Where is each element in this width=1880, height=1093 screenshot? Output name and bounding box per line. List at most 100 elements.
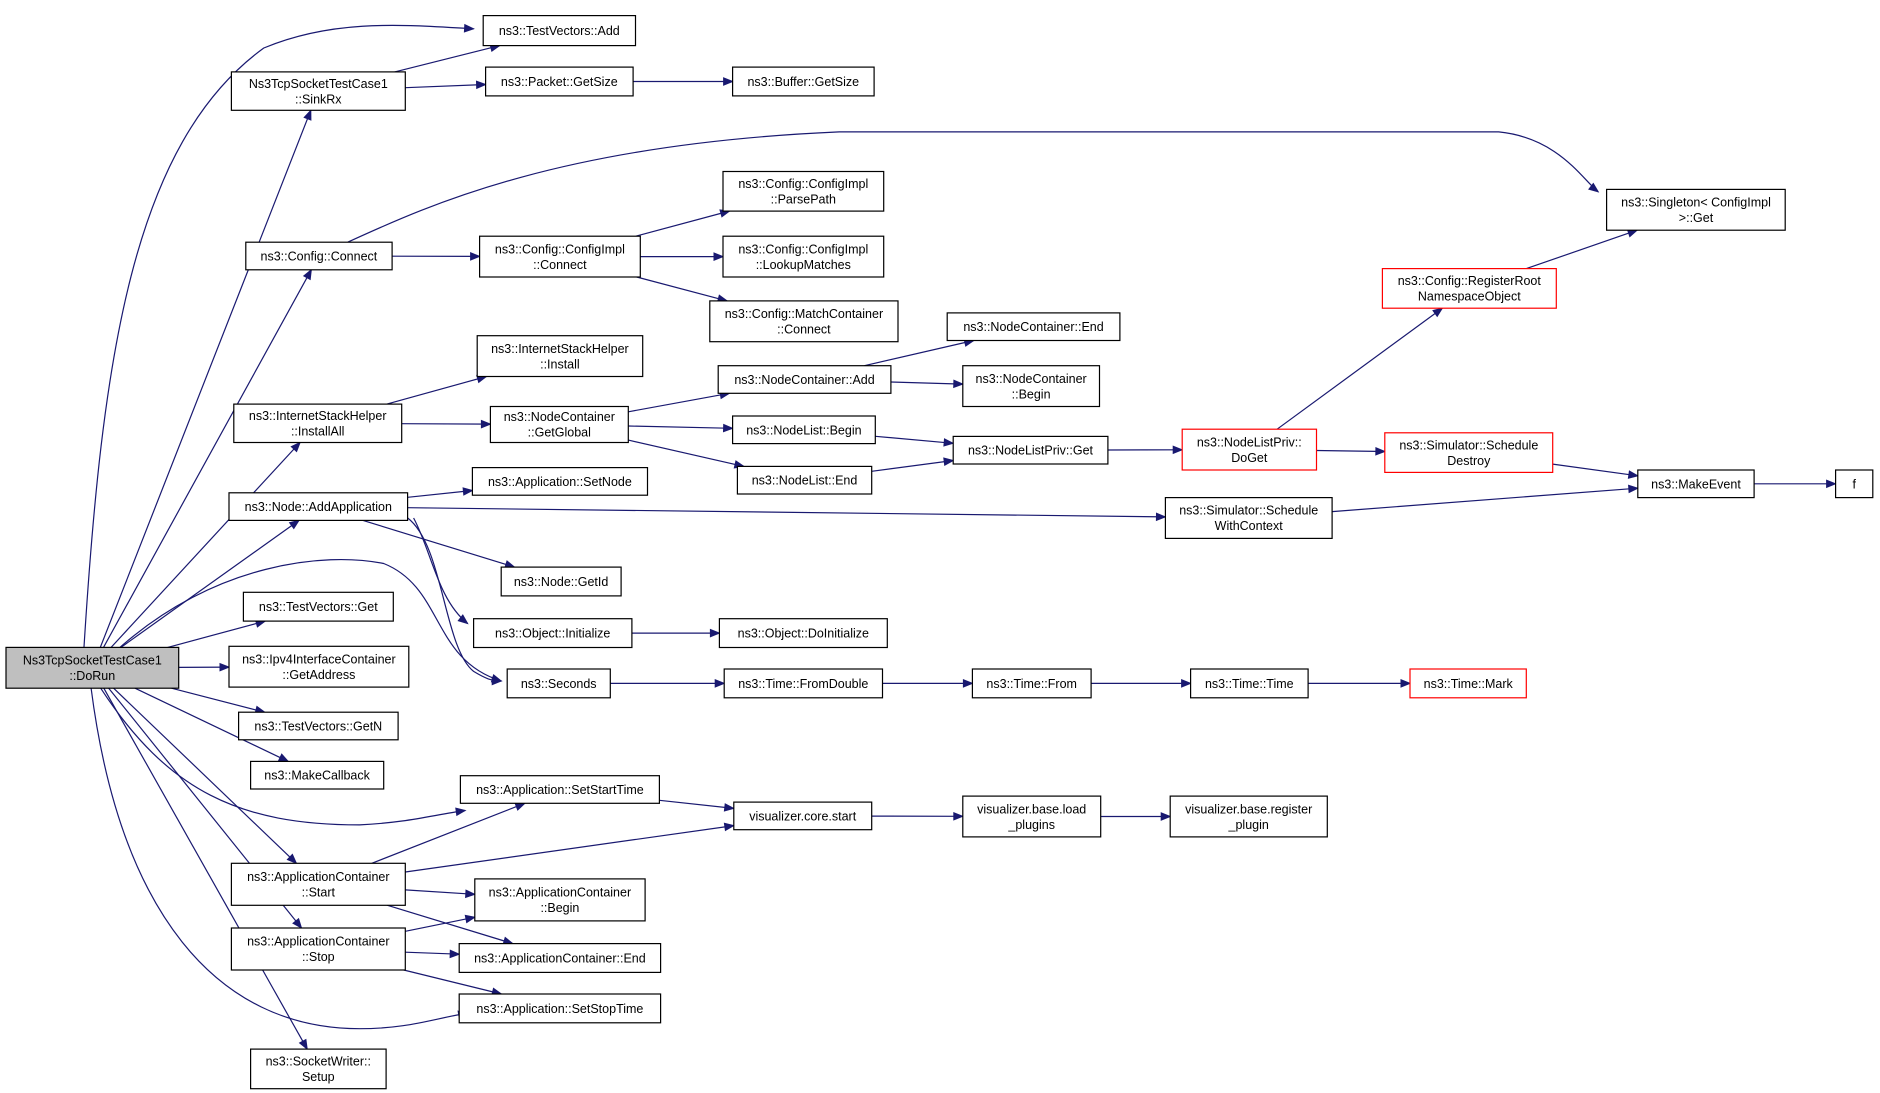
call-edge-nc_getglobal-to-nc_add <box>628 390 731 413</box>
node-box <box>5 646 180 689</box>
node-label: ::Connect <box>777 323 831 337</box>
node-box <box>479 235 641 278</box>
call-edge-dorun-to-socketwriter_setup <box>103 687 308 1051</box>
node-label: WithContext <box>1215 519 1284 533</box>
node-label: ns3::NodeListPriv::Get <box>968 444 1094 458</box>
node-label: ns3::MakeEvent <box>1651 477 1741 491</box>
call-edge-app_setstarttime-to-vis_core_start <box>659 799 736 812</box>
call-edge-time_time-to-time_mark <box>1308 679 1412 688</box>
node-ac-begin[interactable]: ns3::ApplicationContainer::Begin <box>474 878 646 922</box>
node-box <box>228 492 409 521</box>
node-obj-doinitialize[interactable]: ns3::Object::DoInitialize <box>718 618 888 649</box>
node-box <box>1637 469 1755 499</box>
node-ish-installall[interactable]: ns3::InternetStackHelper::InstallAll <box>233 403 403 444</box>
node-f[interactable]: f <box>1834 469 1874 499</box>
call-edge-makeevent-to-f <box>1754 479 1837 489</box>
node-makecallback[interactable]: ns3::MakeCallback <box>250 760 385 790</box>
call-edge-sim_scheduledestroy-to-makeevent <box>1552 463 1640 479</box>
node-tv-get[interactable]: ns3::TestVectors::Get <box>242 591 394 622</box>
node-label: ns3::Time::Mark <box>1424 677 1514 691</box>
node-label: ns3::Application::SetStartTime <box>476 783 644 797</box>
node-vis-register-plugin[interactable]: visualizer.base.register_plugin <box>1169 795 1328 838</box>
node-cfgimpl-parsepath[interactable]: ns3::Config::ConfigImpl::ParsePath <box>722 170 885 212</box>
node-box <box>731 415 876 445</box>
node-box <box>242 591 394 622</box>
node-box <box>736 465 873 495</box>
call-edge-ac_start-to-ac_begin <box>405 889 477 899</box>
node-ipv4-getaddress[interactable]: ns3::Ipv4InterfaceContainer::GetAddress <box>228 645 410 688</box>
node-box <box>233 403 403 444</box>
node-buf-getsize[interactable]: ns3::Buffer::GetSize <box>731 66 875 97</box>
node-cfgimpl-lookup[interactable]: ns3::Config::ConfigImpl::LookupMatches <box>722 235 885 278</box>
node-label: ns3::NodeContainer::End <box>963 320 1103 334</box>
node-box <box>1181 428 1318 471</box>
node-time-from[interactable]: ns3::Time::From <box>971 668 1092 699</box>
node-cfgimpl-connect[interactable]: ns3::Config::ConfigImpl::Connect <box>479 235 641 278</box>
call-edge-pkt_getsize-to-buf_getsize <box>633 77 734 86</box>
node-label: f <box>1852 477 1856 491</box>
node-nc-end[interactable]: ns3::NodeContainer::End <box>946 312 1121 342</box>
node-box <box>731 66 875 97</box>
node-nlp-get[interactable]: ns3::NodeListPriv::Get <box>952 435 1109 465</box>
call-edge-ac_stop-to-app_setstoptime <box>403 969 503 996</box>
node-tv-add[interactable]: ns3::TestVectors::Add <box>482 15 637 47</box>
node-label: visualizer.base.load <box>977 802 1086 816</box>
node-ac-end[interactable]: ns3::ApplicationContainer::End <box>458 942 662 973</box>
node-box <box>245 241 393 271</box>
node-label: ns3::TestVectors::Get <box>259 600 378 614</box>
node-label: ns3::Singleton< ConfigImpl <box>1621 196 1771 210</box>
node-label: ns3::ApplicationContainer <box>247 870 389 884</box>
call-edge-dorun-to-ish_installall <box>110 441 302 648</box>
node-label: ns3::NodeContainer <box>504 410 615 424</box>
call-edge-nc_getglobal-to-nl_begin <box>628 423 734 433</box>
node-nc-begin[interactable]: ns3::NodeContainer::Begin <box>962 365 1101 408</box>
node-label: ::ParsePath <box>771 193 836 207</box>
node-nc-getglobal[interactable]: ns3::NodeContainer::GetGlobal <box>489 405 629 444</box>
call-edge-cfgimpl_connect-to-cfgimpl_parsepath <box>635 209 731 237</box>
node-nc-add[interactable]: ns3::NodeContainer::Add <box>717 365 892 394</box>
node-box <box>500 566 622 597</box>
node-box <box>473 618 633 649</box>
node-vis-load-plugins[interactable]: visualizer.base.load_plugins <box>962 795 1102 838</box>
node-app-setnode[interactable]: ns3::Application::SetNode <box>471 467 649 496</box>
node-label: ::Begin <box>540 901 579 915</box>
node-dorun[interactable]: Ns3TcpSocketTestCase1::DoRun <box>5 646 180 689</box>
node-makeevent[interactable]: ns3::MakeEvent <box>1637 469 1755 499</box>
node-nl-begin[interactable]: ns3::NodeList::Begin <box>731 415 876 445</box>
node-matchcontainer-connect[interactable]: ns3::Config::MatchContainer::Connect <box>709 300 899 343</box>
call-edge-vis_load_plugins-to-vis_register_plugin <box>1100 812 1172 821</box>
node-node-getid[interactable]: ns3::Node::GetId <box>500 566 622 597</box>
node-app-setstoptime[interactable]: ns3::Application::SetStopTime <box>458 993 662 1024</box>
node-ac-start[interactable]: ns3::ApplicationContainer::Start <box>230 862 406 906</box>
node-ac-stop[interactable]: ns3::ApplicationContainer::Stop <box>230 927 406 971</box>
node-cfg-connect[interactable]: ns3::Config::Connect <box>245 241 393 271</box>
node-node-addapp[interactable]: ns3::Node::AddApplication <box>228 492 409 521</box>
call-edge-ac_start-to-app_setstarttime <box>371 802 527 864</box>
node-singleton-get[interactable]: ns3::Singleton< ConfigImpl>::Get <box>1605 188 1786 231</box>
node-ish-install[interactable]: ns3::InternetStackHelper::Install <box>476 335 644 378</box>
node-label: ns3::Config::ConfigImpl <box>738 177 868 191</box>
node-app-setstarttime[interactable]: ns3::Application::SetStartTime <box>459 775 660 804</box>
node-label: ns3::NodeList::End <box>752 474 858 488</box>
node-label: ::Begin <box>1012 387 1051 401</box>
node-vis-core-start[interactable]: visualizer.core.start <box>733 801 873 831</box>
call-edge-node_addapp-to-obj_initialize <box>413 517 469 625</box>
node-label: ::Stop <box>302 950 335 964</box>
node-pkt-getsize[interactable]: ns3::Packet::GetSize <box>485 66 634 97</box>
node-time-mark[interactable]: ns3::Time::Mark <box>1409 668 1527 699</box>
call-edge-time_fromdouble-to-time_from <box>882 679 974 688</box>
node-seconds[interactable]: ns3::Seconds <box>506 668 611 699</box>
node-tv-getn[interactable]: ns3::TestVectors::GetN <box>238 711 399 741</box>
node-sinkrx[interactable]: Ns3TcpSocketTestCase1::SinkRx <box>230 71 406 111</box>
node-time-fromdouble[interactable]: ns3::Time::FromDouble <box>723 668 884 699</box>
node-label: NamespaceObject <box>1418 290 1521 304</box>
node-time-time[interactable]: ns3::Time::Time <box>1189 668 1309 699</box>
node-box <box>723 668 884 699</box>
node-nlp-doget[interactable]: ns3::NodeListPriv::DoGet <box>1181 428 1318 471</box>
node-nl-end[interactable]: ns3::NodeList::End <box>736 465 873 495</box>
node-socketwriter-setup[interactable]: ns3::SocketWriter::Setup <box>250 1048 387 1090</box>
node-obj-initialize[interactable]: ns3::Object::Initialize <box>473 618 633 649</box>
